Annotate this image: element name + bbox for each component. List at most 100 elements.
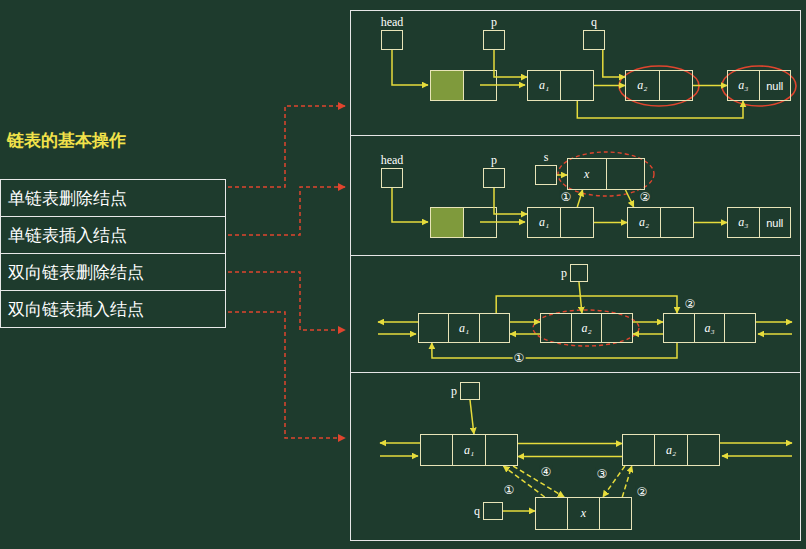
pointer-name: head bbox=[381, 153, 404, 168]
node-field bbox=[419, 314, 448, 342]
node-field: a₁ bbox=[528, 71, 560, 100]
node-field: a₂ bbox=[654, 435, 686, 465]
node-field: null bbox=[759, 208, 791, 237]
data-value: a₁ bbox=[459, 321, 469, 336]
pointer-link bbox=[494, 50, 527, 77]
node-field bbox=[623, 435, 654, 465]
panel-frame bbox=[351, 11, 801, 541]
red-marks bbox=[619, 66, 796, 106]
data-value: a₁ bbox=[539, 215, 549, 230]
callout-number: ② bbox=[639, 190, 652, 204]
data-value: a₃ bbox=[738, 215, 748, 230]
pointer-link bbox=[510, 333, 540, 335]
pointer-link bbox=[518, 456, 622, 458]
callout-number: ③ bbox=[596, 467, 609, 481]
list-node: a₁ bbox=[418, 313, 510, 343]
pointer-link bbox=[518, 443, 622, 445]
pointer-name: p bbox=[451, 384, 457, 399]
node-field: a₃ bbox=[728, 71, 759, 100]
pointer-box: s bbox=[535, 165, 557, 185]
pointer-link bbox=[496, 296, 677, 313]
node-field bbox=[536, 498, 567, 529]
operation-box: 单链表插入结点 bbox=[0, 216, 226, 254]
pointer-link bbox=[622, 466, 632, 497]
pointer-name: p bbox=[491, 153, 497, 168]
pointer-link bbox=[594, 222, 627, 224]
callout-number: ① bbox=[503, 483, 516, 497]
list-node: a₁ bbox=[420, 434, 518, 466]
pointer-link bbox=[633, 321, 663, 323]
pointer-name: p bbox=[561, 266, 567, 281]
callout-number: ④ bbox=[540, 465, 553, 479]
pointer-link bbox=[579, 282, 582, 313]
pointer-link bbox=[693, 85, 727, 87]
list-node: a₂ bbox=[540, 313, 633, 343]
callout-number: ① bbox=[513, 351, 526, 365]
data-value: a₁ bbox=[464, 443, 474, 458]
operation-box: 单链表删除结点 bbox=[0, 179, 226, 217]
null-value: null bbox=[766, 80, 783, 92]
data-value: a₃ bbox=[704, 321, 714, 336]
pointer-link bbox=[577, 101, 743, 118]
node-field: a₂ bbox=[628, 208, 660, 237]
list-node: a₃ null bbox=[727, 70, 791, 101]
null-value: null bbox=[766, 217, 783, 229]
pointer-box: p bbox=[483, 30, 505, 50]
node-field bbox=[687, 435, 719, 465]
list-node: a₃ bbox=[663, 313, 756, 343]
node-field bbox=[479, 314, 509, 342]
pointer-link bbox=[694, 222, 727, 224]
callout-number: ② bbox=[636, 485, 649, 499]
node-field: a₁ bbox=[452, 435, 484, 465]
node-field bbox=[541, 314, 571, 342]
pointer-link bbox=[557, 174, 567, 176]
list-node: a₂ bbox=[627, 207, 694, 238]
operation-label: 单链表删除结点 bbox=[8, 187, 127, 210]
pointer-name: q bbox=[474, 504, 480, 519]
pointer-link bbox=[494, 188, 527, 214]
pointer-name: q bbox=[591, 15, 597, 30]
list-node: a₁ bbox=[527, 70, 594, 101]
red-dashed-ellipse bbox=[533, 152, 654, 346]
pointer-link bbox=[470, 400, 474, 434]
node-field: null bbox=[759, 71, 791, 100]
callout-number: ① bbox=[560, 190, 573, 204]
list-node: a₃ null bbox=[727, 207, 791, 238]
node-field: a₁ bbox=[448, 314, 478, 342]
pointer-link bbox=[594, 85, 625, 87]
pointer-link bbox=[503, 466, 544, 497]
pointer-box: head bbox=[381, 168, 403, 188]
pointer-name: p bbox=[491, 15, 497, 30]
node-field: x bbox=[567, 498, 599, 529]
leader-lines bbox=[228, 106, 345, 438]
data-value: a₂ bbox=[581, 321, 591, 336]
node-field bbox=[601, 314, 632, 342]
data-value: a₁ bbox=[539, 78, 549, 93]
node-field: a₁ bbox=[528, 208, 560, 237]
operation-label: 双向链表删除结点 bbox=[8, 261, 144, 284]
data-value: a₂ bbox=[639, 215, 649, 230]
pointer-box: q bbox=[583, 30, 605, 50]
list-node: x bbox=[567, 158, 645, 190]
node-field bbox=[560, 71, 593, 100]
pointer-box: p bbox=[460, 382, 480, 400]
node-field: x bbox=[568, 159, 606, 189]
node-field: a₃ bbox=[694, 314, 725, 342]
pointer-box: p bbox=[483, 168, 505, 188]
node-field bbox=[659, 71, 693, 100]
node-field: a₃ bbox=[728, 208, 759, 237]
operation-box: 双向链表删除结点 bbox=[0, 253, 226, 291]
node-field bbox=[485, 435, 517, 465]
callout-number: ② bbox=[684, 297, 697, 311]
data-value: x bbox=[584, 167, 589, 182]
node-field bbox=[421, 435, 452, 465]
pointer-link bbox=[577, 190, 582, 207]
data-value: x bbox=[581, 506, 586, 521]
pointer-link bbox=[633, 333, 663, 335]
list-node: a₁ bbox=[527, 207, 594, 238]
node-field bbox=[724, 314, 755, 342]
panel-divider bbox=[350, 255, 800, 256]
pointer-link bbox=[603, 50, 625, 77]
pointer-arrows bbox=[378, 50, 792, 456]
panel-divider bbox=[350, 135, 800, 136]
